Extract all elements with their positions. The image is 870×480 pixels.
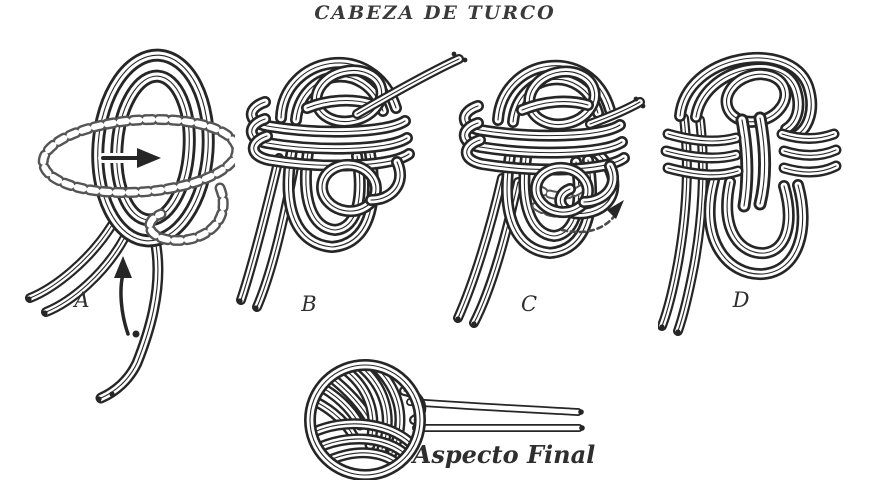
step-c-knot xyxy=(453,59,646,328)
rope-end-dot xyxy=(579,425,585,431)
rope-end-dot xyxy=(455,316,461,322)
step-a-label: A xyxy=(74,288,90,312)
tuck-arrow-icon xyxy=(137,148,161,168)
rope-end-dot xyxy=(471,321,477,327)
rope-end-dot xyxy=(451,51,457,57)
step-c-label: C xyxy=(520,292,538,316)
rope-end-dot xyxy=(26,296,32,302)
pull-arrow-shaft xyxy=(119,272,130,336)
step-d-knot xyxy=(658,51,842,336)
rope-end-dot xyxy=(640,103,646,109)
step-b-label: B xyxy=(301,292,317,316)
diagram-title: CABEZA DE TURCO xyxy=(314,2,556,24)
step-c-figure xyxy=(453,59,646,328)
step-b-figure xyxy=(236,51,468,312)
rope-end-dot xyxy=(237,298,243,304)
rope-end-dot xyxy=(578,409,584,415)
rope-end-dot xyxy=(462,57,468,63)
final-knot-ball xyxy=(304,359,585,480)
pull-arrow-icon xyxy=(114,256,132,278)
step-a-knot xyxy=(25,48,235,404)
rope-end-dot xyxy=(42,310,48,316)
tuck-arrow-icon xyxy=(607,200,624,219)
final-appearance-label: Aspecto Final xyxy=(412,440,596,469)
rope-end-dot xyxy=(633,96,639,102)
rope-end-dot xyxy=(109,391,115,397)
rope-end-dot xyxy=(253,305,259,311)
step-d-label: D xyxy=(732,288,750,312)
rope-end-dot xyxy=(675,329,681,335)
rope-end-dot xyxy=(132,330,140,338)
final-knot-figure xyxy=(304,359,585,480)
rope-end-dot xyxy=(96,396,102,402)
rope-end-dot xyxy=(659,324,665,330)
step-a-figure xyxy=(25,48,235,404)
step-b-knot xyxy=(236,51,468,312)
tuck-arrow-shaft xyxy=(560,212,618,234)
step-d-figure xyxy=(658,51,842,336)
